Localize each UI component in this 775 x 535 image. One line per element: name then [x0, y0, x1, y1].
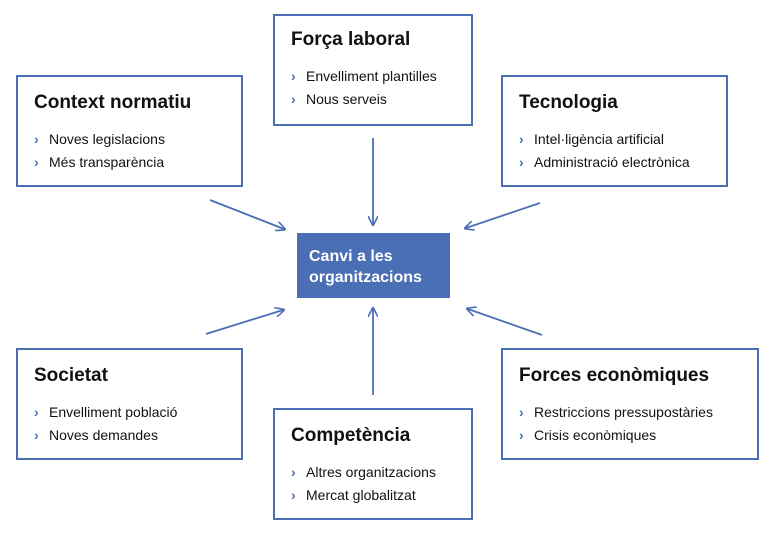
item-label: Restriccions pressupostàries: [534, 403, 713, 420]
item-label: Noves legislacions: [49, 130, 165, 147]
chevron-right-icon: ›: [519, 153, 524, 170]
list-item: › Envelliment plantilles: [291, 64, 437, 87]
item-label: Més transparència: [49, 153, 165, 170]
list-item: › Mercat globalitzat: [291, 483, 436, 506]
chevron-right-icon: ›: [291, 67, 296, 84]
chevron-right-icon: ›: [34, 130, 39, 147]
box-items: › Noves legislacions › Més transparència: [34, 127, 165, 173]
list-item: › Intel·ligència artificial: [519, 127, 690, 150]
box-forca-laboral: Força laboral › Envelliment plantilles ›…: [273, 14, 473, 126]
box-context-normatiu: Context normatiu › Noves legislacions › …: [16, 75, 243, 187]
chevron-right-icon: ›: [34, 426, 39, 443]
item-label: Noves demandes: [49, 426, 158, 443]
arrow-context-normatiu: [209, 199, 284, 229]
center-title-line1: Canvi a les: [309, 248, 393, 265]
item-label: Administració electrònica: [534, 153, 690, 170]
list-item: › Envelliment població: [34, 400, 177, 423]
box-competencia: Competència › Altres organitzacions › Me…: [273, 408, 473, 520]
box-title: Tecnologia: [519, 92, 618, 113]
chevron-right-icon: ›: [519, 426, 524, 443]
box-title: Societat: [34, 365, 108, 386]
list-item: › Noves legislacions: [34, 127, 165, 150]
box-title: Competència: [291, 425, 411, 446]
list-item: › Restriccions pressupostàries: [519, 400, 713, 423]
item-label: Envelliment població: [49, 403, 178, 420]
box-forces-economiques: Forces econòmiques › Restriccions pressu…: [501, 348, 759, 460]
item-label: Mercat globalitzat: [306, 486, 416, 503]
list-item: › Nous serveis: [291, 87, 437, 110]
chevron-right-icon: ›: [519, 403, 524, 420]
item-label: Envelliment plantilles: [306, 67, 437, 84]
chevron-right-icon: ›: [34, 153, 39, 170]
box-title: Força laboral: [291, 29, 411, 50]
arrow-forces-economiques: [468, 309, 543, 336]
list-item: › Més transparència: [34, 150, 165, 173]
box-items: › Envelliment plantilles › Nous serveis: [291, 64, 437, 110]
arrow-tecnologia: [466, 202, 541, 228]
item-label: Crisis econòmiques: [534, 426, 657, 443]
center-box: Canvi a les organitzacions: [297, 233, 450, 298]
box-items: › Intel·ligència artificial › Administra…: [519, 127, 690, 173]
box-tecnologia: Tecnologia › Intel·ligència artificial ›…: [501, 75, 728, 187]
chevron-right-icon: ›: [519, 130, 524, 147]
item-label: Nous serveis: [306, 90, 387, 107]
box-title: Forces econòmiques: [519, 365, 710, 386]
list-item: › Administració electrònica: [519, 150, 690, 173]
box-items: › Restriccions pressupostàries › Crisis …: [519, 400, 713, 446]
item-label: Intel·ligència artificial: [534, 130, 664, 147]
box-items: › Envelliment població › Noves demandes: [34, 400, 177, 446]
item-label: Altres organitzacions: [306, 463, 436, 480]
chevron-right-icon: ›: [291, 486, 296, 503]
box-items: › Altres organitzacions › Mercat globali…: [291, 460, 436, 506]
list-item: › Noves demandes: [34, 423, 177, 446]
box-societat: Societat › Envelliment població › Noves …: [16, 348, 243, 460]
list-item: › Altres organitzacions: [291, 460, 436, 483]
arrow-societat: [205, 310, 283, 335]
center-title-line2: organitzacions: [309, 269, 422, 286]
chevron-right-icon: ›: [291, 90, 296, 107]
chevron-right-icon: ›: [291, 463, 296, 480]
chevron-right-icon: ›: [34, 403, 39, 420]
box-title: Context normatiu: [34, 92, 192, 113]
list-item: › Crisis econòmiques: [519, 423, 713, 446]
